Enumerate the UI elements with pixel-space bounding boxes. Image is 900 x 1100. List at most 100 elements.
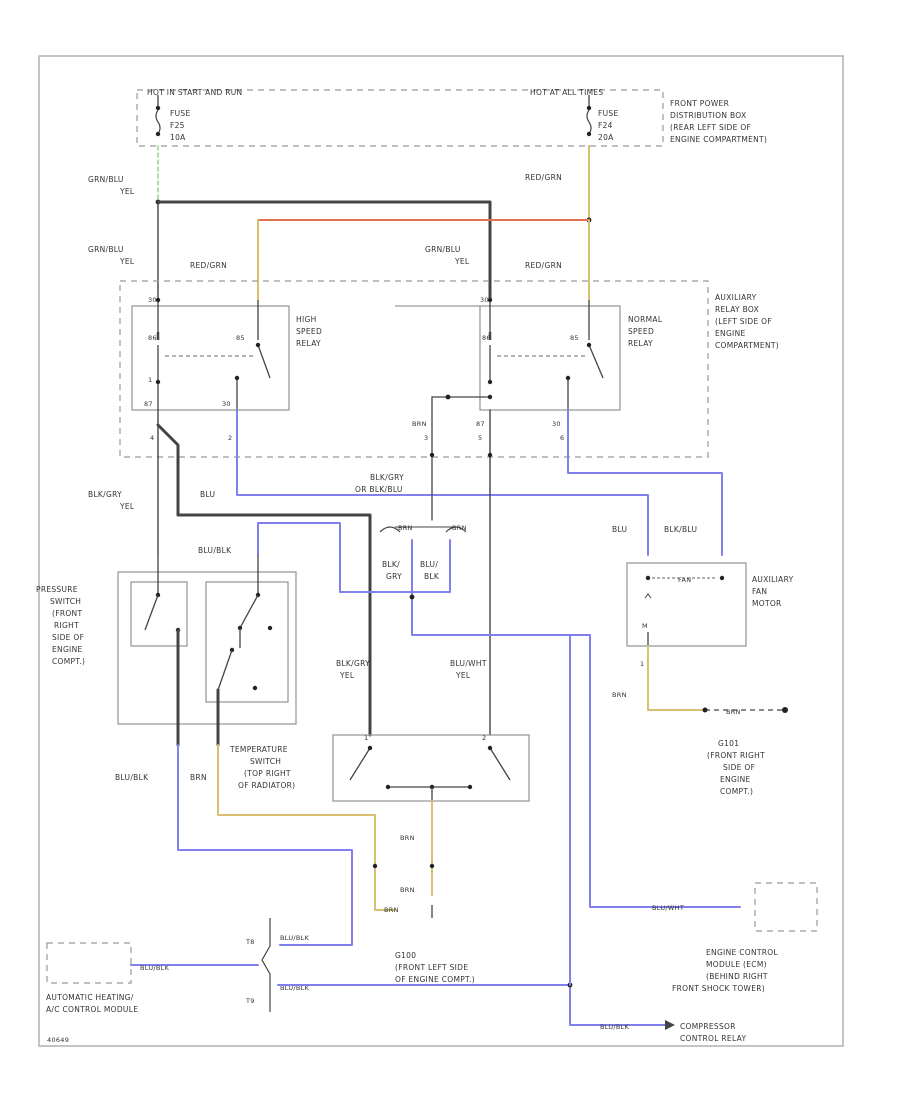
pressure-switch-wires bbox=[176, 628, 396, 946]
wire-label-or-blk-blu: OR BLK/BLU bbox=[355, 485, 403, 494]
temp-label-4: OF RADIATOR) bbox=[238, 781, 295, 790]
ecm-label-2: MODULE (ECM) bbox=[706, 960, 767, 969]
wire-label-blu-2: BLU/ bbox=[420, 560, 438, 569]
wire-label-yel-lower: YEL bbox=[119, 502, 135, 511]
wire-label-brn-spl1: BRN bbox=[398, 524, 413, 532]
pressure-label-1: PRESSURE bbox=[36, 585, 78, 594]
g101-label-5: COMPT.) bbox=[720, 787, 753, 796]
wire-label-brn-fan2: BRN bbox=[726, 708, 741, 716]
temp-label-3: (TOP RIGHT bbox=[244, 769, 291, 778]
g101-label-2: (FRONT RIGHT bbox=[707, 751, 765, 760]
relay-box-label-3: (LEFT SIDE OF bbox=[715, 317, 772, 326]
pressure-label-7: COMPT.) bbox=[52, 657, 85, 666]
pressure-label-6: ENGINE bbox=[52, 645, 83, 654]
nr-pin-30: 30 bbox=[552, 420, 561, 428]
fuse-right-rating: 20A bbox=[598, 133, 614, 142]
wire-label-blu-blk-comp: BLU/BLK bbox=[600, 1023, 630, 1031]
wire-label-blu: BLU bbox=[200, 490, 215, 499]
pin-4: 4 bbox=[150, 434, 154, 442]
wire-label-yel-2: YEL bbox=[339, 671, 355, 680]
compressor-label-2: CONTROL RELAY bbox=[680, 1034, 746, 1043]
engine-control-module: BLU/WHT ENGINE CONTROL MODULE (ECM) (BEH… bbox=[652, 882, 818, 993]
wire-label-blu-wht-yel: BLU/WHT bbox=[450, 659, 487, 668]
relay-box-label-5: COMPARTMENT) bbox=[715, 341, 779, 350]
normal-relay-label-1: NORMAL bbox=[628, 315, 663, 324]
hot-at-all-times-label: HOT AT ALL TIMES bbox=[530, 88, 603, 97]
nr-pin-30-top: 30 bbox=[480, 296, 489, 304]
wire-label-blu-blk-ac3: BLU/BLK bbox=[280, 984, 310, 992]
ecm-label-4: FRONT SHOCK TOWER) bbox=[672, 984, 765, 993]
wire-label-red-grn-left: RED/GRN bbox=[190, 261, 227, 270]
diagram-id: 40649 bbox=[47, 1036, 69, 1044]
wire-label-brn-g100b: BRN bbox=[384, 906, 399, 914]
hi-pin-85: 85 bbox=[236, 334, 245, 342]
normal-speed-relay: NORMAL SPEED RELAY 30 86 85 87 30 BRN bbox=[395, 296, 663, 428]
hi-pin-87: 87 bbox=[144, 400, 153, 408]
fan-label-2: FAN bbox=[752, 587, 767, 596]
wire-label-red-grn-mid: RED/GRN bbox=[525, 261, 562, 270]
hot-in-start-label: HOT IN START AND RUN bbox=[147, 88, 242, 97]
wire-label-blu-blk-ac: BLU/BLK bbox=[140, 964, 170, 972]
wire-label-yel-mid: YEL bbox=[454, 257, 470, 266]
hi-pin-30: 30 bbox=[222, 400, 231, 408]
auxiliary-relay-box: AUXILIARY RELAY BOX (LEFT SIDE OF ENGINE… bbox=[119, 280, 779, 458]
g101-label-1: G101 bbox=[718, 739, 739, 748]
hi-pin-30-top: 30 bbox=[148, 296, 157, 304]
wire-label-blu-blk-ac2: BLU/BLK bbox=[280, 934, 310, 942]
fuse-f25 bbox=[155, 95, 161, 137]
normal-relay-label-2: SPEED bbox=[628, 327, 654, 336]
wire-label-yel-left: YEL bbox=[119, 257, 135, 266]
fuse-right-label: FUSE bbox=[598, 109, 619, 118]
relay-box-label-1: AUXILIARY bbox=[715, 293, 757, 302]
pin-2: 2 bbox=[228, 434, 232, 442]
wire-label-brn-temp: BRN bbox=[400, 834, 415, 842]
pin-5: 5 bbox=[478, 434, 482, 442]
temp-label-2: SWITCH bbox=[250, 757, 281, 766]
pdb-label-3: (REAR LEFT SIDE OF bbox=[670, 123, 751, 132]
wire-label-blu-blk-low: BLU/BLK bbox=[115, 773, 149, 782]
pin-3: 3 bbox=[424, 434, 428, 442]
pressure-switch: PRESSURE SWITCH (FRONT RIGHT SIDE OF ENG… bbox=[36, 555, 297, 725]
fuse-f24 bbox=[586, 95, 592, 137]
fan-ground-wire bbox=[647, 645, 788, 713]
wire-label-brn-g100: BRN bbox=[400, 886, 415, 894]
ecm-label-3: (BEHIND RIGHT bbox=[706, 972, 768, 981]
fan-label-3: MOTOR bbox=[752, 599, 782, 608]
fuse-left-id: F25 bbox=[170, 121, 185, 130]
fan-internal-label: FAN bbox=[678, 576, 691, 584]
temp-pin-2: 2 bbox=[482, 734, 486, 742]
normal-relay-label-3: RELAY bbox=[628, 339, 653, 348]
g100-label-1: G100 bbox=[395, 951, 416, 960]
ac-control-module: AUTOMATIC HEATING/ A/C CONTROL MODULE 40… bbox=[46, 634, 675, 1044]
wire-label-blu-wht: BLU/WHT bbox=[652, 904, 684, 912]
wire-label-brn-low: BRN bbox=[190, 773, 207, 782]
relay-box-label-4: ENGINE bbox=[715, 329, 746, 338]
wire-label-grn-blu-top: GRN/BLU bbox=[88, 175, 124, 184]
pdb-label-1: FRONT POWER bbox=[670, 99, 729, 108]
fuse-left-label: FUSE bbox=[170, 109, 191, 118]
wire-label-blk-1: BLK/ bbox=[382, 560, 400, 569]
relay-box-label-2: RELAY BOX bbox=[715, 305, 759, 314]
nr-pin-87: 87 bbox=[476, 420, 485, 428]
temp-label-1: TEMPERATURE bbox=[229, 745, 288, 754]
diagram-frame bbox=[38, 55, 844, 1047]
pin-t8: T8 bbox=[245, 938, 255, 946]
pressure-label-2: SWITCH bbox=[50, 597, 81, 606]
mid-wires bbox=[156, 409, 741, 908]
wire-label-red-grn-top: RED/GRN bbox=[525, 173, 562, 182]
pdb-label-2: DISTRIBUTION BOX bbox=[670, 111, 746, 120]
fuse-left-rating: 10A bbox=[170, 133, 186, 142]
ecm-label-1: ENGINE CONTROL bbox=[706, 948, 778, 957]
wire-label-blk-gry-or: BLK/GRY bbox=[370, 473, 404, 482]
top-wires bbox=[155, 145, 592, 302]
g100-label-2: (FRONT LEFT SIDE bbox=[395, 963, 468, 972]
fan-label-1: AUXILIARY bbox=[752, 575, 794, 584]
ac-label-1: AUTOMATIC HEATING/ bbox=[46, 993, 134, 1002]
nr-pin-85: 85 bbox=[570, 334, 579, 342]
wire-label-yel-top: YEL bbox=[119, 187, 135, 196]
hi-pin-86: 86 bbox=[148, 334, 157, 342]
high-relay-label-2: SPEED bbox=[296, 327, 322, 336]
high-relay-label-3: RELAY bbox=[296, 339, 321, 348]
fan-motor-symbol: M bbox=[642, 622, 648, 630]
